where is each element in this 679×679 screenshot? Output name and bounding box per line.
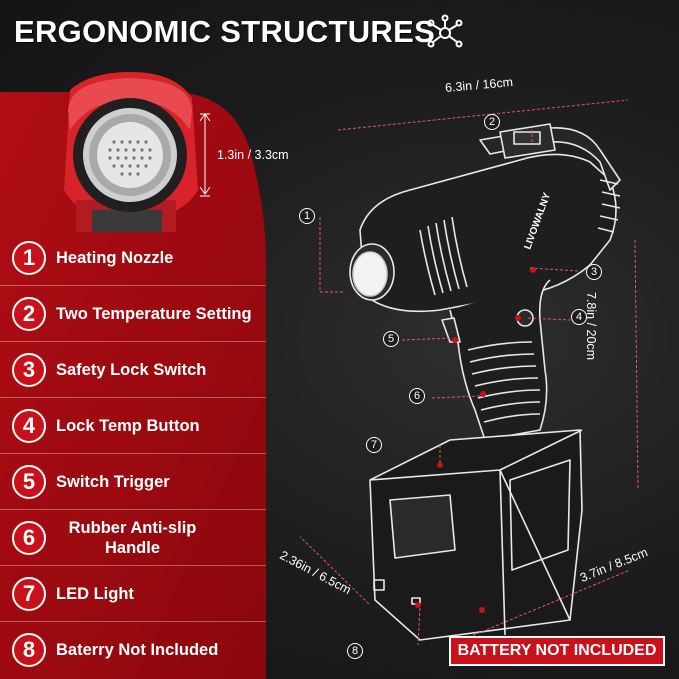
divider: [0, 341, 266, 342]
divider: [0, 509, 266, 510]
feature-list: 1 Heating Nozzle 2 Two Temperature Setti…: [0, 233, 266, 679]
feature-item-battery: 8 Baterry Not Included: [0, 625, 266, 675]
callout-4: 4: [571, 309, 587, 325]
feature-label: Rubber Anti-slip Handle: [68, 519, 197, 557]
feature-item-heating-nozzle: 1 Heating Nozzle: [0, 233, 266, 286]
feature-item-led-light: 7 LED Light: [0, 569, 266, 622]
network-nodes-icon: [427, 14, 463, 48]
feature-item-lock-temp: 4 Lock Temp Button: [0, 401, 266, 454]
nozzle-dimension-line: [199, 113, 211, 195]
divider: [0, 621, 266, 622]
divider: [0, 453, 266, 454]
feature-number-badge: 5: [12, 465, 46, 499]
divider: [0, 397, 266, 398]
feature-number-badge: 2: [12, 297, 46, 331]
feature-label: Lock Temp Button: [56, 417, 200, 435]
feature-item-safety-lock: 3 Safety Lock Switch: [0, 345, 266, 398]
feature-item-temperature-setting: 2 Two Temperature Setting: [0, 289, 266, 342]
feature-label: Switch Trigger: [56, 473, 170, 491]
callout-8: 8: [347, 643, 363, 659]
feature-number-badge: 6: [12, 521, 46, 555]
feature-label: LED Light: [56, 585, 134, 603]
callout-1: 1: [299, 208, 315, 224]
feature-number-badge: 1: [12, 241, 46, 275]
battery-not-included-badge: BATTERY NOT INCLUDED: [449, 636, 665, 666]
callout-6: 6: [409, 388, 425, 404]
feature-item-switch-trigger: 5 Switch Trigger: [0, 457, 266, 510]
page-title: ERGONOMIC STRUCTURES: [14, 14, 436, 49]
feature-number-badge: 7: [12, 577, 46, 611]
feature-label: Two Temperature Setting: [56, 305, 252, 323]
feature-number-badge: 3: [12, 353, 46, 387]
callout-3: 3: [586, 264, 602, 280]
feature-number-badge: 4: [12, 409, 46, 443]
height-dimension-label: 7.8in / 20cm: [584, 292, 598, 361]
feature-label: Heating Nozzle: [56, 249, 174, 267]
nozzle-dimension-label: 1.3in / 3.3cm: [217, 148, 289, 162]
callout-2: 2: [484, 114, 500, 130]
feature-label: Baterry Not Included: [56, 641, 219, 659]
heat-gun-line-drawing: LIVOWALNY: [300, 99, 639, 646]
divider: [0, 565, 266, 566]
feature-number-badge: 8: [12, 633, 46, 667]
callout-5: 5: [383, 331, 399, 347]
nozzle-closeup-image: [64, 72, 210, 232]
feature-item-rubber-handle: 6 Rubber Anti-slip Handle: [0, 513, 266, 566]
callout-7: 7: [366, 437, 382, 453]
divider: [0, 285, 266, 286]
feature-label: Safety Lock Switch: [56, 361, 207, 379]
